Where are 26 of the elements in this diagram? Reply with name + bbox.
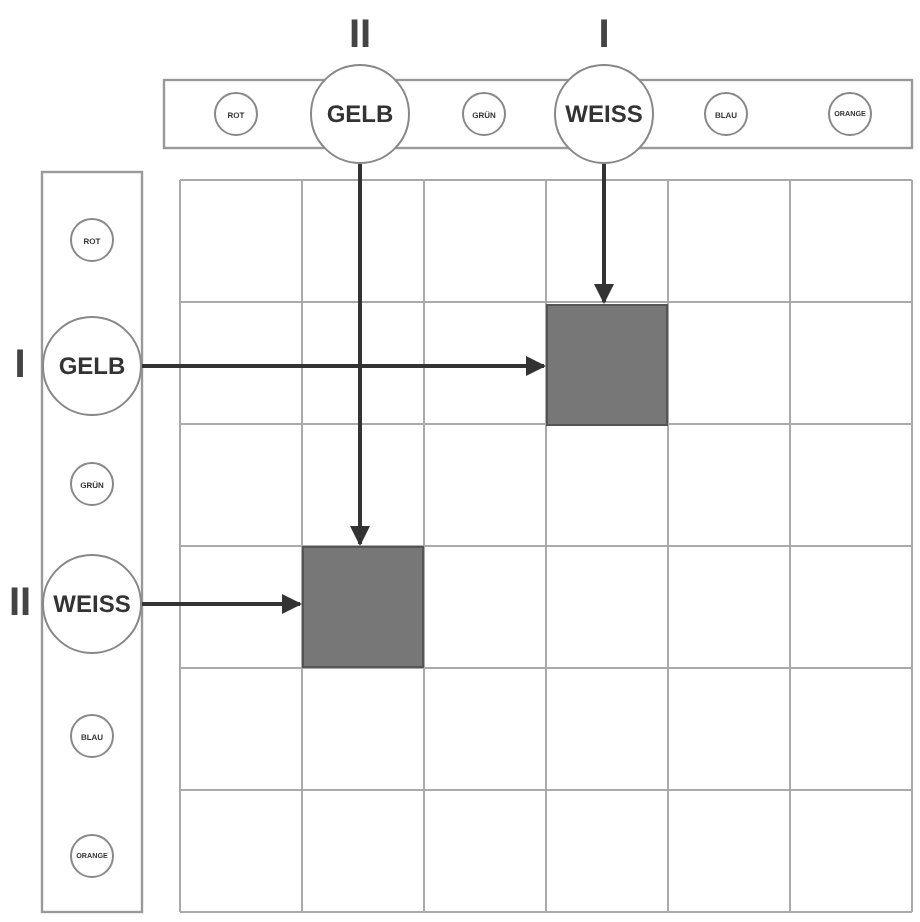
arrow [594, 164, 614, 304]
roman-numeral: II [348, 13, 372, 59]
color-circle [554, 64, 654, 164]
color-circle [704, 92, 748, 136]
arrow [142, 594, 302, 614]
color-circle [42, 554, 142, 654]
color-circle [70, 218, 114, 262]
color-name: WEISS [53, 590, 131, 618]
shaded-cell [302, 546, 424, 668]
color-circle [310, 64, 410, 164]
shaded-cell [546, 304, 668, 426]
color-circle [462, 92, 506, 136]
color-circle [828, 92, 872, 136]
color-circle [70, 714, 114, 758]
roman-numeral: II [8, 581, 32, 627]
color-name: GELB [58, 352, 126, 380]
color-circle [42, 316, 142, 416]
color-circle [70, 462, 114, 506]
color-name: WEISS [565, 100, 643, 128]
color-circle [70, 834, 114, 878]
color-circle [214, 92, 258, 136]
roman-numeral: I [598, 13, 610, 59]
arrow [142, 356, 546, 376]
arrow [350, 164, 370, 546]
roman-numeral: I [14, 343, 26, 389]
color-name: GELB [326, 100, 394, 128]
